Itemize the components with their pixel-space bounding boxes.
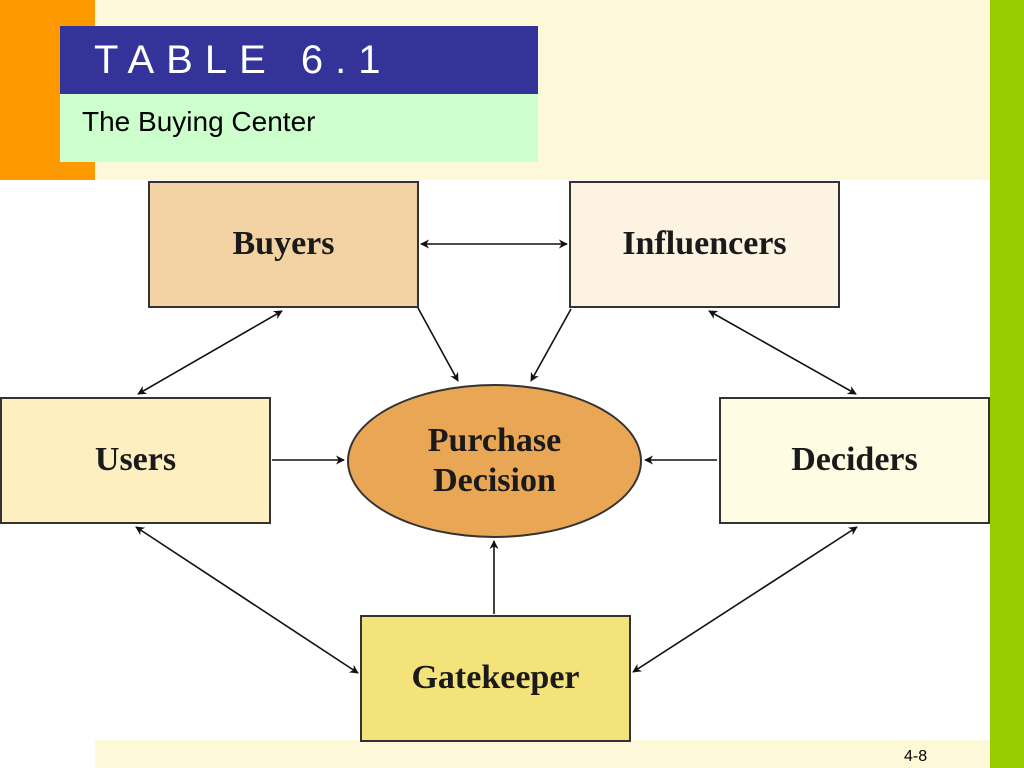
node-buyers: Buyers xyxy=(148,181,419,308)
footer-background xyxy=(95,740,990,768)
arrow-buyers-decision xyxy=(417,307,459,382)
green-accent-bar xyxy=(990,0,1024,768)
arrow-deciders-gatekeeper xyxy=(632,526,858,673)
arrow-influencers-deciders xyxy=(708,310,857,395)
arrow-users-gatekeeper xyxy=(135,526,359,674)
node-users: Users xyxy=(0,397,271,524)
slide-title: TABLE 6.1 xyxy=(60,26,538,94)
arrow-influencers-decision xyxy=(530,308,572,382)
page-number: 4-8 xyxy=(904,748,928,765)
node-influencers: Influencers xyxy=(569,181,840,308)
slide-subtitle: The Buying Center xyxy=(60,94,538,162)
decision-label-line2: Decision xyxy=(433,462,556,499)
decision-label-line1: Purchase xyxy=(427,421,562,459)
node-deciders: Deciders xyxy=(719,397,990,524)
node-gatekeeper: Gatekeeper xyxy=(360,615,631,742)
arrow-buyers-users xyxy=(137,310,283,395)
node-purchase-decision: Purchase Decision xyxy=(347,384,642,538)
